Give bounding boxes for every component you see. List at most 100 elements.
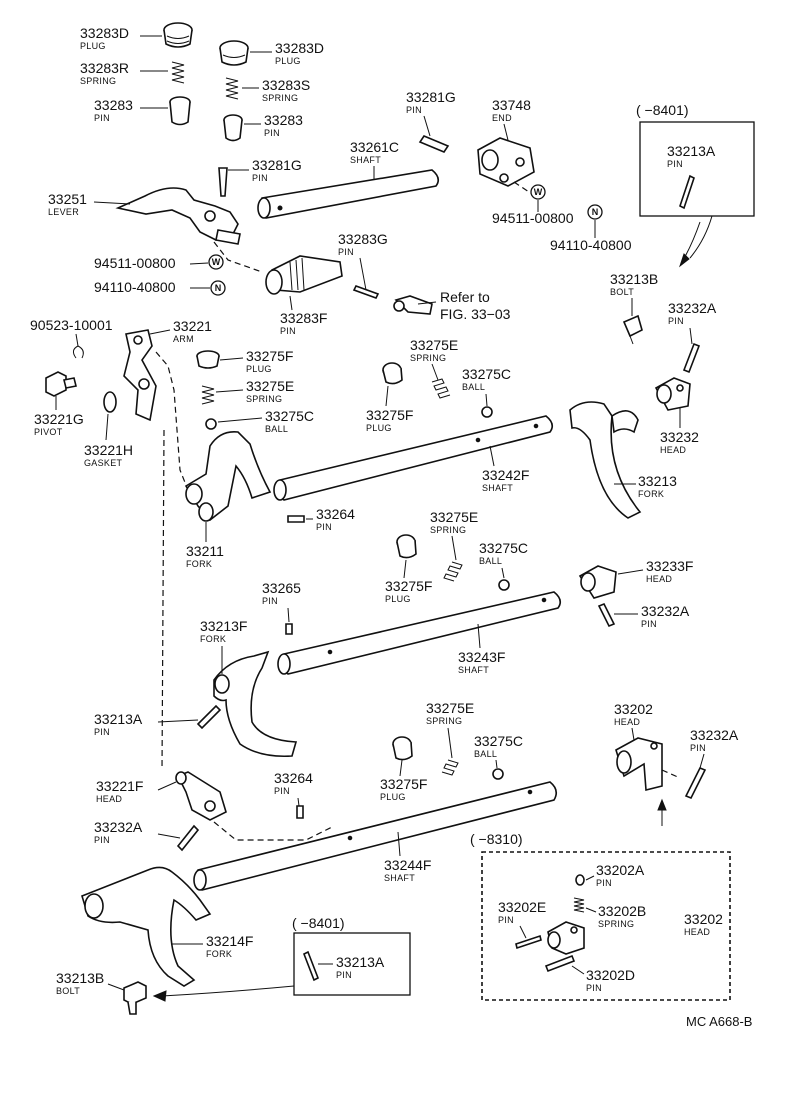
diagram-code: MC A668-B: [686, 1014, 752, 1029]
label-p35: 33211: [186, 543, 224, 559]
label-p16: 94110-40800: [94, 279, 176, 295]
label-p53: 33244F: [384, 857, 431, 873]
pin-33283-right: [223, 114, 243, 142]
spring-33275e-b: [431, 378, 451, 399]
pin-33264-a: [287, 515, 305, 523]
ball-33275c-a: [205, 418, 217, 430]
shaft-33242f: [273, 415, 554, 501]
pivot-33221g: [45, 371, 77, 397]
box-middle-range: ( −8310): [470, 831, 523, 847]
label-p53-name: SHAFT: [384, 873, 415, 883]
washer-symbol-2: [208, 254, 224, 270]
pin-33232a-top: [682, 342, 701, 374]
label-p59-name: FORK: [206, 949, 232, 959]
label-p27-name: SPRING: [246, 394, 282, 404]
label-p55: 33202E: [498, 899, 546, 915]
label-p5-name: SPRING: [262, 93, 298, 103]
label-p37: 33275C: [479, 540, 528, 556]
label-p29: 33275E: [410, 337, 458, 353]
label-p47-name: PLUG: [380, 792, 406, 802]
label-p10-name: SHAFT: [350, 155, 381, 165]
spring-33275e-c: [443, 561, 463, 582]
nut-symbol-1: [587, 204, 603, 220]
fork-33214f: [81, 866, 212, 987]
label-p28-name: BALL: [265, 424, 288, 434]
label-p43: 33243F: [458, 649, 505, 665]
label-p9: 33281G: [406, 89, 456, 105]
label-p61: 33213B: [56, 970, 104, 986]
pin-33202d: [544, 954, 576, 973]
label-p41: 33232A: [641, 603, 690, 619]
head-33202: [615, 737, 681, 792]
label-p19-name: BOLT: [610, 287, 634, 297]
label-p3: 33283: [94, 97, 133, 113]
box-bottom-range: ( −8401): [292, 915, 345, 931]
washer-symbol-1-text: W: [534, 187, 543, 197]
label-p36: 33275E: [430, 509, 478, 525]
label-p38: 33275F: [385, 578, 432, 594]
label-p33-name: FORK: [638, 489, 664, 499]
label-p20-name: PIN: [668, 316, 684, 326]
label-p49: 33232A: [690, 727, 739, 743]
part-drawings: W N W N: [45, 22, 713, 1015]
label-p45: 33275E: [426, 700, 474, 716]
label-p60-name: PIN: [336, 970, 352, 980]
label-p54: 33202A: [596, 862, 645, 878]
label-p48: 33202: [614, 701, 653, 717]
arrow-head-top: [679, 253, 690, 268]
label-p11-name: END: [492, 113, 512, 123]
pin-33202e: [515, 934, 542, 950]
label-p46: 33275C: [474, 733, 523, 749]
label-p21: 33232: [660, 429, 699, 445]
plug-33275f-b: [382, 362, 403, 385]
label-p14: 33283G: [338, 231, 388, 247]
end-33748: [477, 137, 535, 195]
label-p46-name: BALL: [474, 749, 497, 759]
spring-33275e-d: [441, 759, 459, 776]
pin-33283g: [352, 285, 380, 299]
label-p41-name: PIN: [641, 619, 657, 629]
label-p4: 33283D: [275, 40, 324, 56]
pin-33232a-mid: [597, 602, 616, 628]
label-p43-name: SHAFT: [458, 665, 489, 675]
pin-33264-b: [296, 805, 304, 819]
label-p45-name: SPRING: [426, 716, 462, 726]
label-p15: 94511-00800: [94, 255, 176, 271]
label-p8: 33251: [48, 191, 87, 207]
refer-note-line2: FIG. 33−03: [440, 306, 511, 322]
label-p21-name: HEAD: [660, 445, 686, 455]
arm-33221: [123, 329, 189, 491]
label-p39-name: PIN: [262, 596, 278, 606]
label-p6-name: PIN: [264, 128, 280, 138]
plug-33275f-a: [196, 350, 220, 369]
label-p37-name: BALL: [479, 556, 502, 566]
label-p52-name: PIN: [94, 835, 110, 845]
fork-33211: [184, 430, 272, 522]
pin-33202a: [575, 874, 585, 886]
box-middle: [481, 851, 731, 1001]
shaft-33261c: [257, 169, 440, 219]
spring-33283r: [171, 61, 185, 84]
plug-33275f-d: [392, 736, 413, 761]
label-p8-name: LEVER: [48, 207, 79, 217]
spring-33202b: [573, 897, 585, 913]
label-p57-name: HEAD: [684, 927, 710, 937]
pin-33265: [285, 623, 293, 635]
label-p60: 33213A: [336, 954, 385, 970]
plug-33275f-c: [396, 534, 417, 559]
label-p48-name: HEAD: [614, 717, 640, 727]
spring-33283s: [225, 77, 239, 100]
washer-symbol-2-text: W: [212, 257, 221, 267]
head-33221f: [175, 771, 335, 841]
label-p40: 33233F: [646, 558, 693, 574]
box-top-right-range: ( −8401): [636, 102, 689, 118]
label-p6: 33283: [264, 112, 303, 128]
label-p1: 33283D: [80, 25, 129, 41]
ball-33275c-b: [481, 406, 493, 418]
label-p2-name: SPRING: [80, 76, 116, 86]
label-p50: 33221F: [96, 778, 143, 794]
label-p58: 33202D: [586, 967, 635, 983]
bolt-33213b-top: [622, 314, 643, 345]
label-p23-name: ARM: [173, 334, 194, 344]
